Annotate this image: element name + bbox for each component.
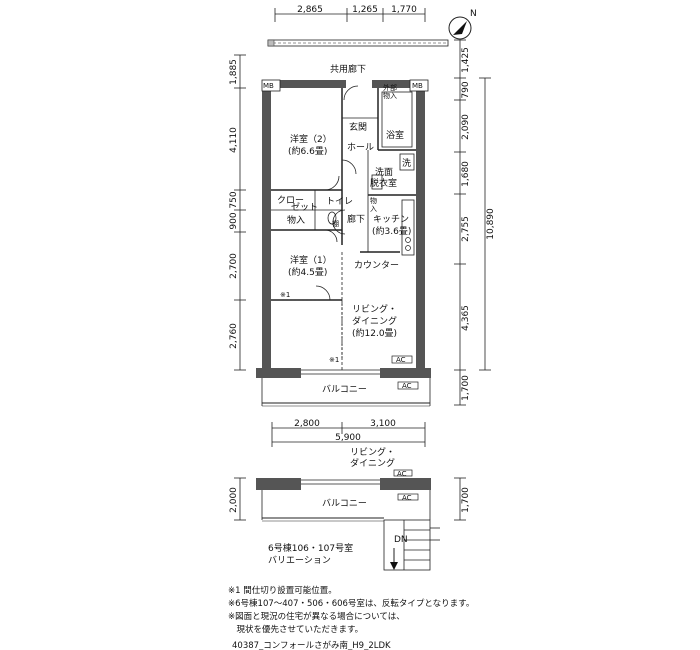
notes: ※1 間仕切り設置可能位置。 ※6号棟107〜407・506・606号室は、反転… — [228, 585, 474, 635]
hall-label: ホール — [347, 142, 374, 153]
left-dim-3: 750 — [229, 191, 239, 208]
western1-label: 洋室（1） — [290, 254, 332, 266]
right-dim-5: 2,755 — [461, 216, 471, 242]
left-dimension-line: 1,885 4,110 750 900 2,700 2,760 — [229, 54, 246, 371]
right-dim-1: 1,425 — [461, 47, 471, 73]
door-swings — [315, 85, 359, 301]
washroom-label-2: 脱衣室 — [370, 177, 397, 189]
closet-label-2: ゼット — [291, 201, 318, 213]
washer-label: 洗 — [402, 157, 411, 169]
room-labels: MB MB 外部 物入 洋室（2） (約6.6畳) 玄関 ホール 浴室 洗 洗面… — [263, 82, 423, 395]
mb-right-box — [409, 79, 429, 92]
left-dim-2: 4,110 — [229, 127, 239, 153]
variation-living-1: リビング・ — [350, 446, 395, 458]
shelf-label: 棚 — [332, 219, 339, 228]
right-dim-7: 1,700 — [461, 375, 471, 401]
outer-storage-label-2: 物入 — [383, 91, 397, 100]
living-size: (約12.0畳) — [352, 327, 397, 339]
bottom-total-dim: 5,900 — [335, 433, 361, 443]
kitchen-label: キッチン — [373, 214, 409, 225]
entrance-label: 玄関 — [349, 121, 367, 133]
note-4: 現状を優先させていただきます。 — [228, 624, 363, 635]
kitchen-size: (約3.6畳) — [372, 225, 411, 237]
unit-walls — [256, 79, 431, 378]
variation-ac-2: AC — [402, 494, 412, 502]
compass-icon: N — [448, 9, 477, 40]
note-2: ※6号棟107〜407・506・606号室は、反転タイプとなります。 — [228, 598, 474, 609]
partition-mark-label-1: ※1 — [280, 291, 290, 299]
fixtures — [282, 91, 419, 390]
right-dimension-lines: 1,425 790 2,090 1,680 2,755 4,365 1,700 … — [454, 39, 496, 406]
variation-dim-left: 2,000 — [229, 487, 239, 513]
variation-caption-2: バリエーション — [268, 555, 331, 566]
bath-label: 浴室 — [386, 129, 404, 141]
kitchen-counter — [401, 199, 415, 256]
note-3: ※図面と現況の住宅が異なる場合については、 — [228, 611, 405, 622]
bathtub — [381, 91, 413, 148]
closet-label-1: クロー — [277, 195, 304, 206]
variation-living-2: ダイニング — [350, 457, 395, 469]
toilet-label: トイレ — [326, 197, 353, 207]
western2-label: 洋室（2） — [290, 133, 332, 145]
storage-small-1: 物 — [370, 196, 377, 205]
storage-small-2: 入 — [370, 205, 377, 213]
top-dim-3: 1,770 — [391, 5, 417, 15]
balcony-railing — [261, 378, 431, 407]
wash-basin — [371, 174, 383, 190]
left-dim-4: 900 — [229, 212, 239, 229]
right-dim-4: 1,680 — [461, 161, 471, 187]
right-total-dim: 10,890 — [486, 208, 496, 240]
stove-burner-1 — [405, 237, 411, 243]
ac-unit-outdoor — [397, 381, 419, 390]
bottom-dim-1: 2,800 — [294, 419, 320, 429]
stairs — [383, 519, 431, 571]
variation-dim-right: 1,700 — [461, 487, 471, 513]
top-dimension-line: 2,865 1,265 1,770 — [274, 5, 426, 22]
washroom-label-1: 洗面 — [375, 166, 393, 178]
ac-indoor-label: AC — [396, 356, 406, 364]
balcony-label: バルコニー — [322, 384, 367, 395]
footer-code: 40387_コンフォールさがみ南_H9_2LDK — [232, 640, 391, 650]
right-dim-3: 2,090 — [461, 114, 471, 140]
bottom-dim-2: 3,100 — [370, 419, 396, 429]
variation-balcony: バルコニー — [322, 498, 367, 509]
left-dim-5: 2,700 — [229, 253, 239, 279]
western2-size: (約6.6畳) — [288, 145, 327, 157]
mb-left-label: MB — [263, 82, 274, 90]
corridor-label: 共用廊下 — [330, 63, 366, 75]
counter-label: カウンター — [354, 260, 399, 271]
mb-left-box — [261, 79, 281, 92]
ac-unit-indoor — [391, 355, 413, 364]
right-dim-6: 4,365 — [461, 305, 471, 331]
top-dim-1: 2,865 — [297, 5, 323, 15]
storage-label: 物入 — [287, 214, 305, 226]
living-label-2: ダイニング — [352, 315, 397, 327]
note-1: ※1 間仕切り設置可能位置。 — [228, 585, 337, 596]
left-dim-1: 1,885 — [229, 59, 239, 85]
washing-machine — [399, 153, 415, 171]
right-dim-2: 790 — [461, 81, 471, 98]
variation-caption-1: 6号棟106・107号室 — [268, 542, 353, 554]
variation-dn: DN — [394, 535, 408, 545]
living-label-1: リビング・ — [352, 303, 397, 315]
left-dim-6: 2,760 — [229, 323, 239, 349]
top-dim-2: 1,265 — [352, 5, 378, 15]
outer-storage-label-1: 外部 — [383, 83, 397, 92]
variation-drawing: リビング・ ダイニング AC AC バルコニー 2,000 1,700 DN — [229, 446, 471, 571]
hallway-label: 廊下 — [347, 213, 365, 225]
corridor-railing: 共用廊下 — [267, 39, 449, 75]
partition-mark-label-2: ※1 — [329, 356, 339, 364]
compass-north: N — [470, 9, 477, 19]
western1-size: (約4.5畳) — [288, 266, 327, 278]
mb-right-label: MB — [412, 82, 423, 90]
ac-outdoor-label: AC — [402, 382, 412, 390]
stove-burner-2 — [405, 245, 411, 251]
bottom-dimension-line: 2,800 3,100 5,900 — [271, 419, 426, 447]
toilet-bowl — [327, 211, 337, 225]
variation-ac-1: AC — [397, 470, 407, 478]
